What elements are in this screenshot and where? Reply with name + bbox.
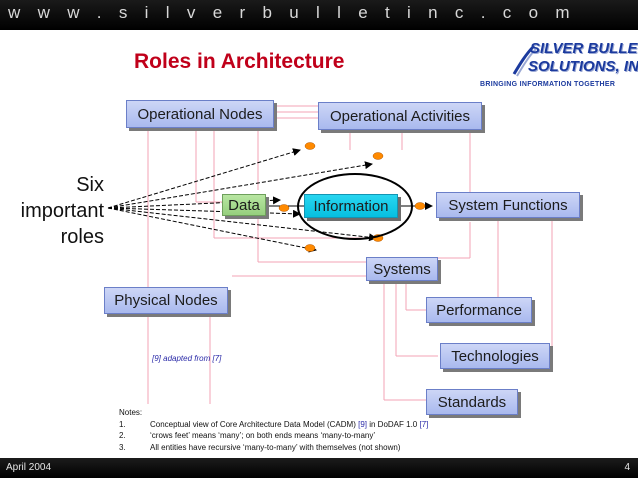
note-number: 3. (119, 442, 126, 452)
six-roles-line: Six (76, 174, 104, 196)
note-text: in DoDAF 1.0 (367, 419, 420, 429)
company-logo: SILVER BULLET SOLUTIONS, INC. BRINGING I… (480, 36, 638, 94)
node-standards: Standards (426, 389, 518, 415)
adapted-note: [9] adapted from [7] (152, 354, 222, 363)
six-roles-label: Six important roles (21, 172, 104, 250)
note-item: 2. ‘crows feet’ means ‘many’; on both en… (119, 430, 428, 442)
reference-link[interactable]: [9] (358, 419, 367, 429)
website-url: w w w . s i l v e r b u l l e t i n c . … (8, 3, 576, 22)
six-roles-line: important (20, 200, 104, 222)
page-number: 4 (624, 462, 630, 473)
node-system-functions: System Functions (436, 192, 580, 218)
highlight-ellipse (297, 173, 413, 240)
note-number: 2. (119, 431, 126, 440)
reference-link[interactable]: [7] (419, 419, 429, 429)
node-performance: Performance (426, 297, 532, 323)
six-roles-line: roles (60, 226, 104, 248)
node-technologies: Technologies (440, 343, 550, 369)
note-item: 3. All entities have recursive ‘many-to-… (119, 442, 428, 454)
node-systems: Systems (366, 257, 438, 281)
node-operational-nodes: Operational Nodes (126, 100, 274, 128)
logo-tagline: BRINGING INFORMATION TOGETHER (480, 81, 616, 88)
slide-title: Roles in Architecture (134, 50, 345, 73)
logo-line-2: SOLUTIONS, INC. (528, 58, 638, 75)
note-text: All entities have recursive ‘many-to-man… (150, 442, 401, 452)
note-number: 1. (119, 419, 126, 429)
bullet-swoosh-icon (512, 44, 536, 77)
footer-bar: April 2004 4 (0, 458, 638, 478)
node-operational-activities: Operational Activities (318, 102, 482, 130)
note-text: ‘crows feet’ means ‘many’; on both ends … (150, 431, 376, 440)
header-bar: w w w . s i l v e r b u l l e t i n c . … (0, 0, 638, 30)
notes: Notes: 1. Conceptual view of Core Archit… (119, 407, 428, 453)
notes-heading: Notes: (119, 408, 143, 417)
footer-date: April 2004 (6, 462, 52, 473)
node-physical-nodes: Physical Nodes (104, 287, 228, 314)
note-item: 1. Conceptual view of Core Architecture … (119, 419, 428, 431)
node-data: Data (222, 194, 266, 216)
logo-line-1: SILVER BULLET (530, 40, 638, 57)
note-text: Conceptual view of Core Architecture Dat… (150, 419, 359, 429)
